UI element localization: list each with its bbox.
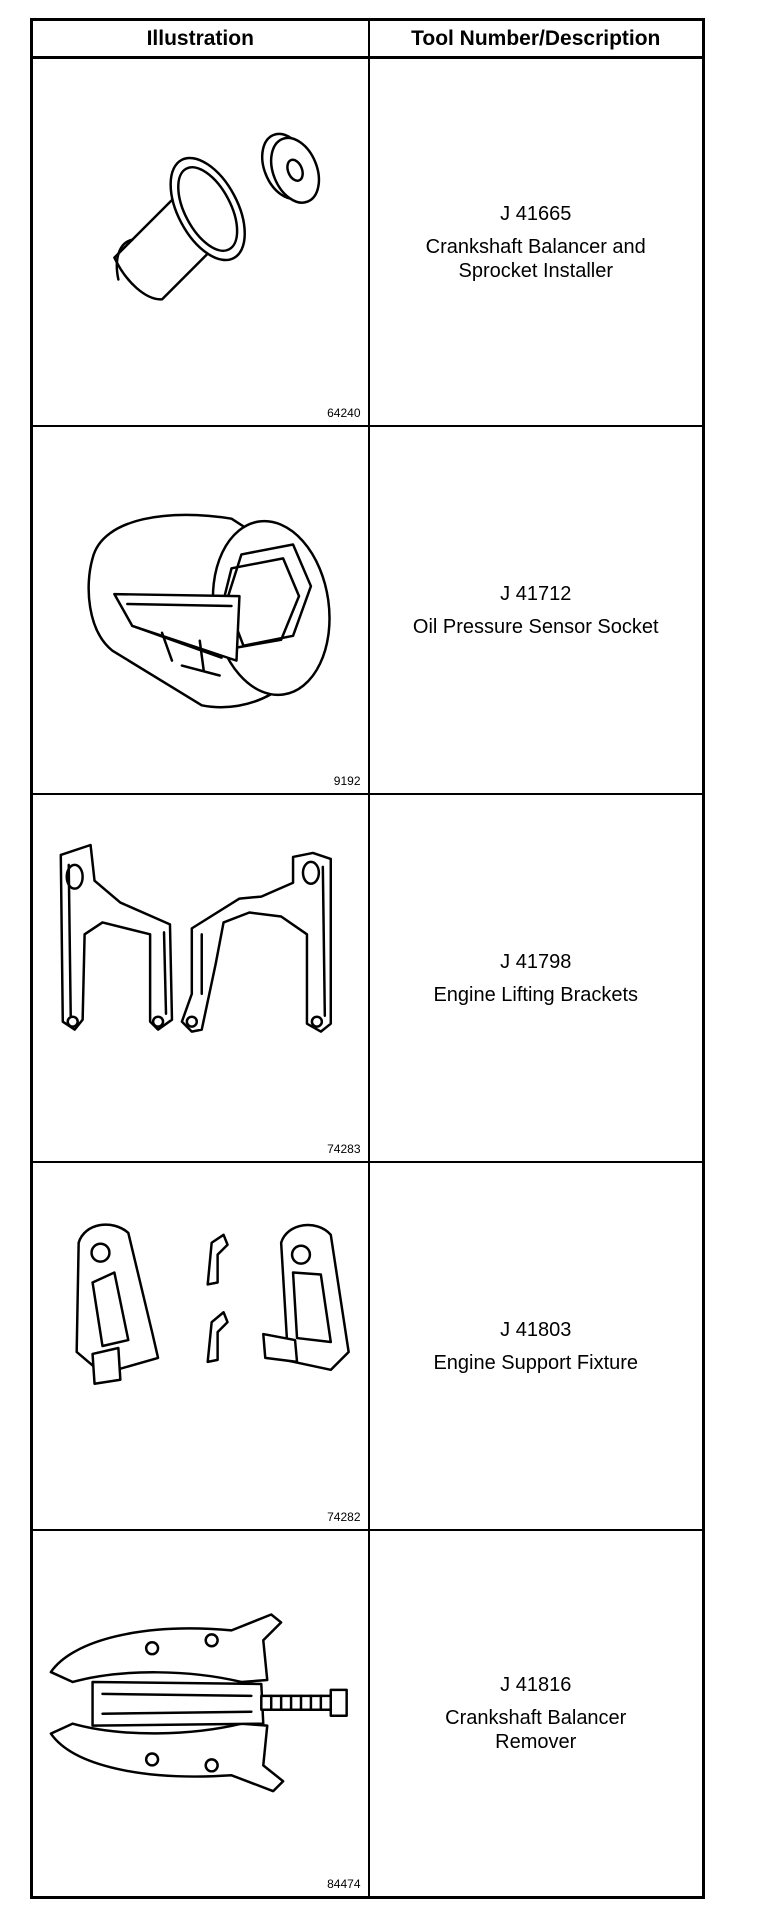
support-fixture-illustration	[75, 1222, 350, 1385]
illustration-cell: 84474	[30, 1528, 370, 1899]
tool-description: Crankshaft Balancer and Sprocket Install…	[425, 235, 646, 282]
balancer-installer-illustration	[113, 132, 321, 301]
figure-number: 74283	[327, 1141, 361, 1156]
figure-number: 64240	[327, 405, 361, 420]
description-cell: J 41816 Crankshaft Balancer Remover	[367, 1528, 705, 1899]
header-illustration: Illustration	[30, 18, 370, 59]
figure-number: 84474	[327, 1877, 361, 1891]
illustration-cell: 64240	[30, 56, 370, 427]
table-row: 74282 J 41803 Engine Support Fixture	[30, 1160, 705, 1531]
illustration-cell: 74282	[30, 1160, 370, 1531]
tool-description: Engine Support Fixture	[433, 1351, 639, 1374]
description-cell: J 41803 Engine Support Fixture	[367, 1160, 705, 1531]
tool-number: J 41798	[500, 950, 572, 973]
illustration-cell: 74283	[30, 792, 370, 1163]
table-row: 9192 J 41712 Oil Pressure Sensor Socket	[30, 424, 705, 795]
tool-number: J 41665	[500, 202, 572, 225]
table-row: 84474 J 41816 Crankshaft Balancer Remove…	[30, 1528, 705, 1899]
tool-description: Engine Lifting Brackets	[433, 983, 639, 1006]
header-tool-description: Tool Number/Description	[367, 18, 705, 59]
figure-number: 9192	[333, 773, 361, 788]
tool-table: Illustration Tool Number/Description 642…	[30, 18, 705, 1899]
table-row: 64240 J 41665 Crankshaft Balancer and Sp…	[30, 56, 705, 427]
description-cell: J 41712 Oil Pressure Sensor Socket	[367, 424, 705, 795]
illustration-cell: 9192	[30, 424, 370, 795]
description-cell: J 41798 Engine Lifting Brackets	[367, 792, 705, 1163]
header-row: Illustration Tool Number/Description	[30, 18, 705, 59]
sensor-socket-illustration	[87, 513, 331, 708]
tool-description: Crankshaft Balancer Remover	[445, 1707, 627, 1754]
lifting-brackets-illustration	[59, 843, 333, 1033]
figure-number: 74282	[327, 1509, 361, 1524]
balancer-remover-illustration	[49, 1612, 348, 1792]
tool-number: J 41816	[500, 1674, 572, 1697]
tool-number: J 41803	[500, 1318, 572, 1341]
description-cell: J 41665 Crankshaft Balancer and Sprocket…	[367, 56, 705, 427]
tool-description: Oil Pressure Sensor Socket	[412, 615, 659, 638]
tool-number: J 41712	[500, 582, 572, 605]
table-row: 74283 J 41798 Engine Lifting Brackets	[30, 792, 705, 1163]
